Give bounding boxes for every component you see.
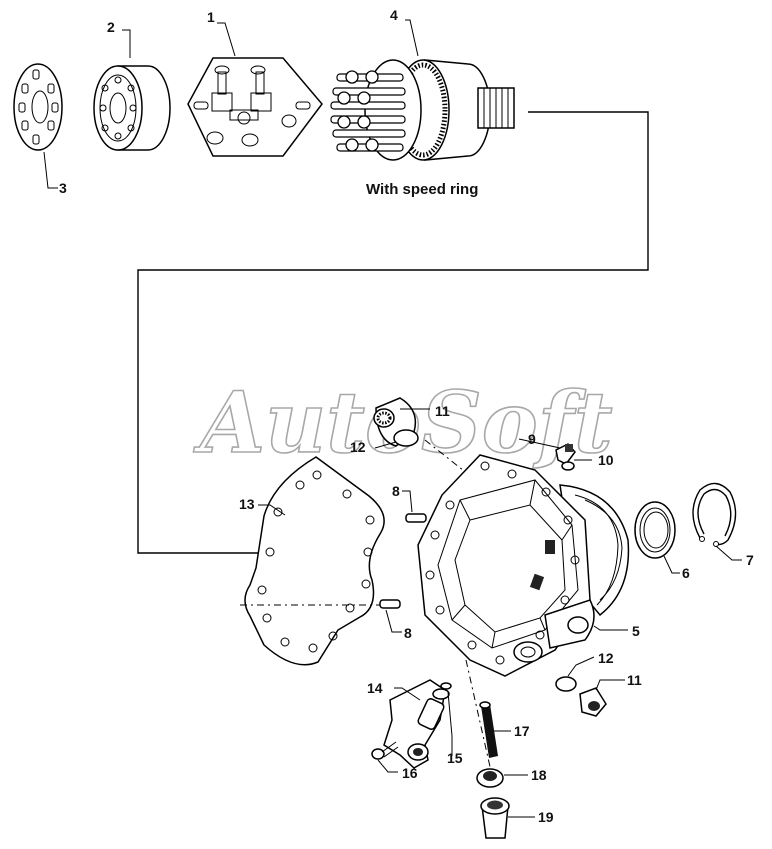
callout-16: 16 bbox=[402, 765, 418, 781]
callout-5: 5 bbox=[632, 623, 640, 639]
callout-11-upper: 11 bbox=[435, 403, 450, 419]
part-15-o-ring bbox=[440, 682, 452, 690]
part-11-plug-lower bbox=[579, 687, 607, 717]
callout-9: 9 bbox=[528, 431, 536, 447]
part-5-motor-housing bbox=[417, 454, 630, 677]
part-8-dowel-pins bbox=[379, 513, 427, 609]
callout-10: 10 bbox=[598, 452, 614, 468]
part-12-o-ring-upper bbox=[393, 429, 419, 447]
callout-17: 17 bbox=[514, 723, 530, 739]
part-13-gasket bbox=[244, 456, 385, 666]
part-7-retaining-ring bbox=[692, 482, 737, 547]
callout-4: 4 bbox=[390, 7, 398, 23]
callout-18: 18 bbox=[531, 767, 547, 783]
callout-7: 7 bbox=[746, 552, 754, 568]
callout-2: 2 bbox=[107, 19, 115, 35]
callout-12-upper: 12 bbox=[350, 439, 366, 455]
callout-13: 13 bbox=[239, 496, 255, 512]
part-2-cylinder-block bbox=[93, 65, 171, 151]
callout-12-lower: 12 bbox=[598, 650, 614, 666]
part-9-fitting bbox=[555, 443, 576, 465]
part-3-valve-plate bbox=[13, 63, 63, 151]
part-17-threaded-stud bbox=[479, 701, 498, 758]
part-4-rotating-group bbox=[330, 59, 515, 161]
part-12-o-ring-lower bbox=[555, 676, 577, 692]
part-16-screw bbox=[371, 741, 399, 760]
callout-14: 14 bbox=[367, 680, 383, 696]
part-1-control-plate bbox=[187, 57, 323, 157]
part-19-sleeve bbox=[480, 797, 510, 839]
leader-lines bbox=[43, 19, 742, 818]
callout-11-lower: 11 bbox=[627, 672, 642, 688]
part-18-bushing bbox=[476, 768, 504, 788]
callout-19: 19 bbox=[538, 809, 554, 825]
callout-8-lower: 8 bbox=[404, 625, 412, 641]
callout-15: 15 bbox=[447, 750, 463, 766]
caption-with-speed-ring: With speed ring bbox=[366, 181, 478, 198]
assembly-connector-line bbox=[137, 111, 649, 554]
callout-6: 6 bbox=[682, 565, 690, 581]
callout-1: 1 bbox=[207, 9, 215, 25]
part-10-seal-ring bbox=[561, 461, 575, 471]
callout-3: 3 bbox=[59, 180, 67, 196]
part-14-valve-block bbox=[383, 679, 450, 769]
part-6-shaft-seal bbox=[634, 501, 676, 559]
callout-8-upper: 8 bbox=[392, 483, 400, 499]
